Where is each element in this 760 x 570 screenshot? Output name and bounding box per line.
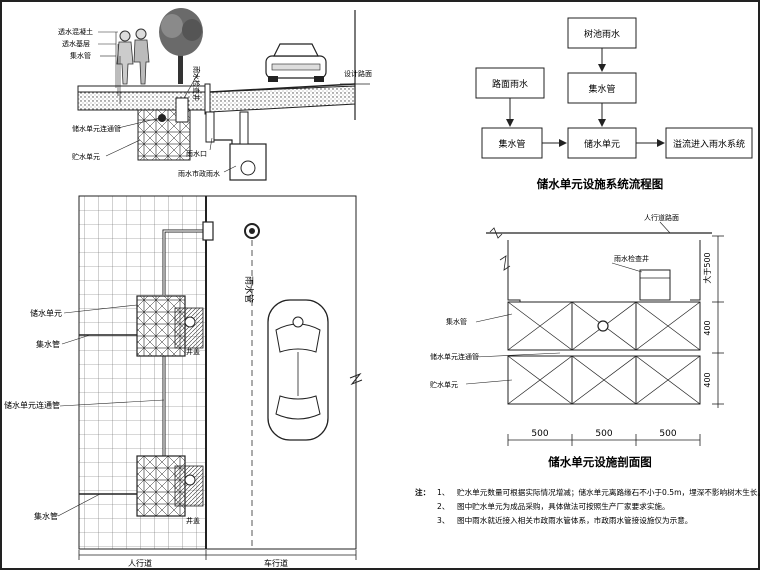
note-item: 2、 图中贮水单元为成品采购，具体做法可按照生产厂家要求实施。 xyxy=(437,502,670,511)
car-side-icon xyxy=(265,43,327,82)
label-permeable-base: 透水基层 xyxy=(62,39,90,48)
pedestrians-icon xyxy=(116,28,150,85)
dim-500-2: 500 xyxy=(595,429,612,439)
notes-block: 注： 1、 贮水单元数量可根据实际情况增减；储水单元离路缘石不小于0.5m，埋深… xyxy=(415,486,760,528)
svg-text:集水管: 集水管 xyxy=(498,138,525,150)
note-item: 注： 1、 贮水单元数量可根据实际情况增减；储水单元离路缘石不小于0.5m，埋深… xyxy=(415,486,760,500)
svg-text:溢流进入雨水系统: 溢流进入雨水系统 xyxy=(673,138,745,150)
label-outlet: 雨水口 xyxy=(186,149,207,158)
label-rain-pipe: 雨水管 xyxy=(243,276,255,303)
label-well-1: 井盖 xyxy=(186,347,200,356)
label-profile-inspection-well: 雨水检查井 xyxy=(614,254,649,263)
label-sidewalk: 人行道 xyxy=(128,558,152,568)
profile-title: 储水单元设施剖面图 xyxy=(548,455,652,469)
label-profile-collector-pipe: 集水管 xyxy=(446,317,467,326)
label-inspection-well-section: 雨水检查井 xyxy=(192,66,201,101)
car-top-icon xyxy=(267,299,329,441)
dim-500-3: 500 xyxy=(659,429,676,439)
dim-500-1: 500 xyxy=(531,429,548,439)
label-storage-link-pipe-plan: 储水单元连通管 xyxy=(4,400,60,410)
dim-400-2: 400 xyxy=(703,372,712,387)
svg-text:路面雨水: 路面雨水 xyxy=(492,78,528,90)
label-profile-storage-unit: 贮水单元 xyxy=(430,380,458,389)
node-collector-top xyxy=(567,72,637,104)
dim-400-1: 400 xyxy=(703,320,712,335)
label-collector-pipe-section: 集水管 xyxy=(70,51,91,60)
dim-top: 大于500 xyxy=(702,252,712,283)
node-road-water xyxy=(475,67,545,99)
node-collector-left xyxy=(481,127,543,159)
flow-title: 储水单元设施系统流程图 xyxy=(537,177,664,191)
svg-text:树池雨水: 树池雨水 xyxy=(584,28,620,40)
label-collector-pipe-plan-2: 集水管 xyxy=(34,511,58,521)
label-storage-unit-section: 贮水单元 xyxy=(72,152,100,161)
label-design-ground: 设计路面 xyxy=(344,69,372,78)
label-storage-link-pipe-section: 储水单元连通管 xyxy=(72,124,121,133)
tree-icon xyxy=(159,8,203,84)
profile-inspection-well xyxy=(639,269,671,301)
label-roadway: 车行道 xyxy=(264,558,288,568)
notes-label: 注： xyxy=(415,488,431,497)
node-storage-unit xyxy=(567,127,637,159)
svg-text:储水单元: 储水单元 xyxy=(584,138,620,150)
label-profile-link-pipe: 储水单元连通管 xyxy=(430,352,479,361)
label-collector-pipe-plan-1: 集水管 xyxy=(36,339,60,349)
profile-storage-grid xyxy=(507,301,701,405)
label-sidewalk-surface: 人行道路面 xyxy=(644,213,679,222)
node-tree-pit-water xyxy=(567,17,637,49)
node-overflow xyxy=(665,127,753,159)
label-permeable-concrete: 透水混凝土 xyxy=(58,27,93,36)
permeable-concrete-layer xyxy=(77,85,209,93)
section-view: 透水混凝土 透水基层 集水管 储水单元连通管 贮水单元 雨水检查井 雨水口 雨水… xyxy=(58,8,372,181)
svg-text:集水管: 集水管 xyxy=(588,83,615,95)
label-storage-unit-plan: 储水单元 xyxy=(30,308,62,318)
plan-view: 储水单元 集水管 储水单元连通管 集水管 雨水管 井盖 井盖 人行道 车行道 xyxy=(4,195,363,568)
label-well-2: 井盖 xyxy=(186,516,200,525)
flow-diagram: 树池雨水 集水管 路面雨水 集水管 储水单元 溢流进入雨水系统 储水单元设施系统… xyxy=(475,17,753,191)
road-base-layer xyxy=(209,85,356,113)
note-item: 3、 图中雨水就近接入相关市政雨水管体系，市政雨水管接设施仅为示意。 xyxy=(437,516,693,525)
label-stormwater-pipe: 雨水市政雨水 xyxy=(178,169,220,178)
profile-diagram: 人行道路面 雨水检查井 集水管 储水单元连通管 贮水单元 500 500 500… xyxy=(430,213,724,469)
